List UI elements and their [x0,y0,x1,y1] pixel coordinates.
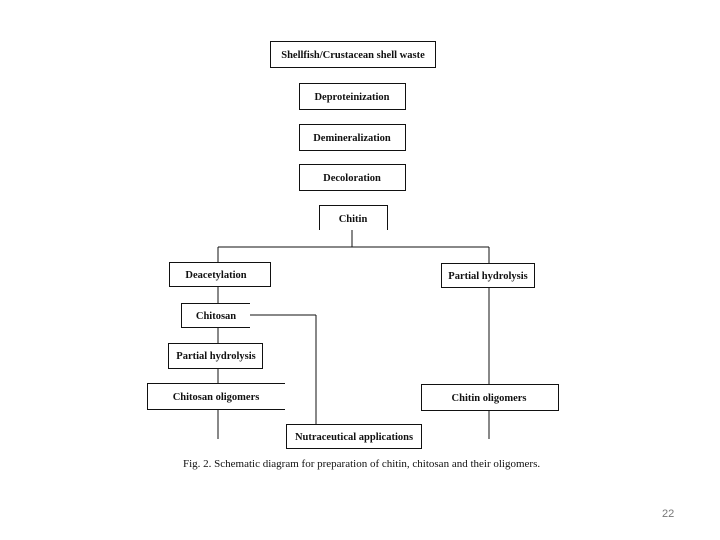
node-deacetylation: Deacetylation [185,270,246,281]
node-labels: Shellfish/Crustacean shell waste Deprote… [173,50,528,443]
node-demineralization: Demineralization [313,133,391,144]
node-partial-hydrolysis-left: Partial hydrolysis [176,351,255,362]
node-deproteinization: Deproteinization [314,92,389,103]
page-number: 22 [662,508,675,520]
node-partial-hydrolysis-right: Partial hydrolysis [448,271,527,282]
node-nutraceutical: Nutraceutical applications [295,432,413,443]
node-decoloration: Decoloration [323,173,381,184]
node-chitosan-oligomers: Chitosan oligomers [173,392,260,403]
node-chitin-oligomers: Chitin oligomers [452,393,527,404]
node-shell-waste: Shellfish/Crustacean shell waste [281,50,425,61]
node-boxes [147,41,559,449]
connector-lines [217,230,490,439]
node-chitosan: Chitosan [196,311,236,322]
figure-caption: Fig. 2. Schematic diagram for preparatio… [183,458,541,470]
node-chitin: Chitin [339,214,368,225]
